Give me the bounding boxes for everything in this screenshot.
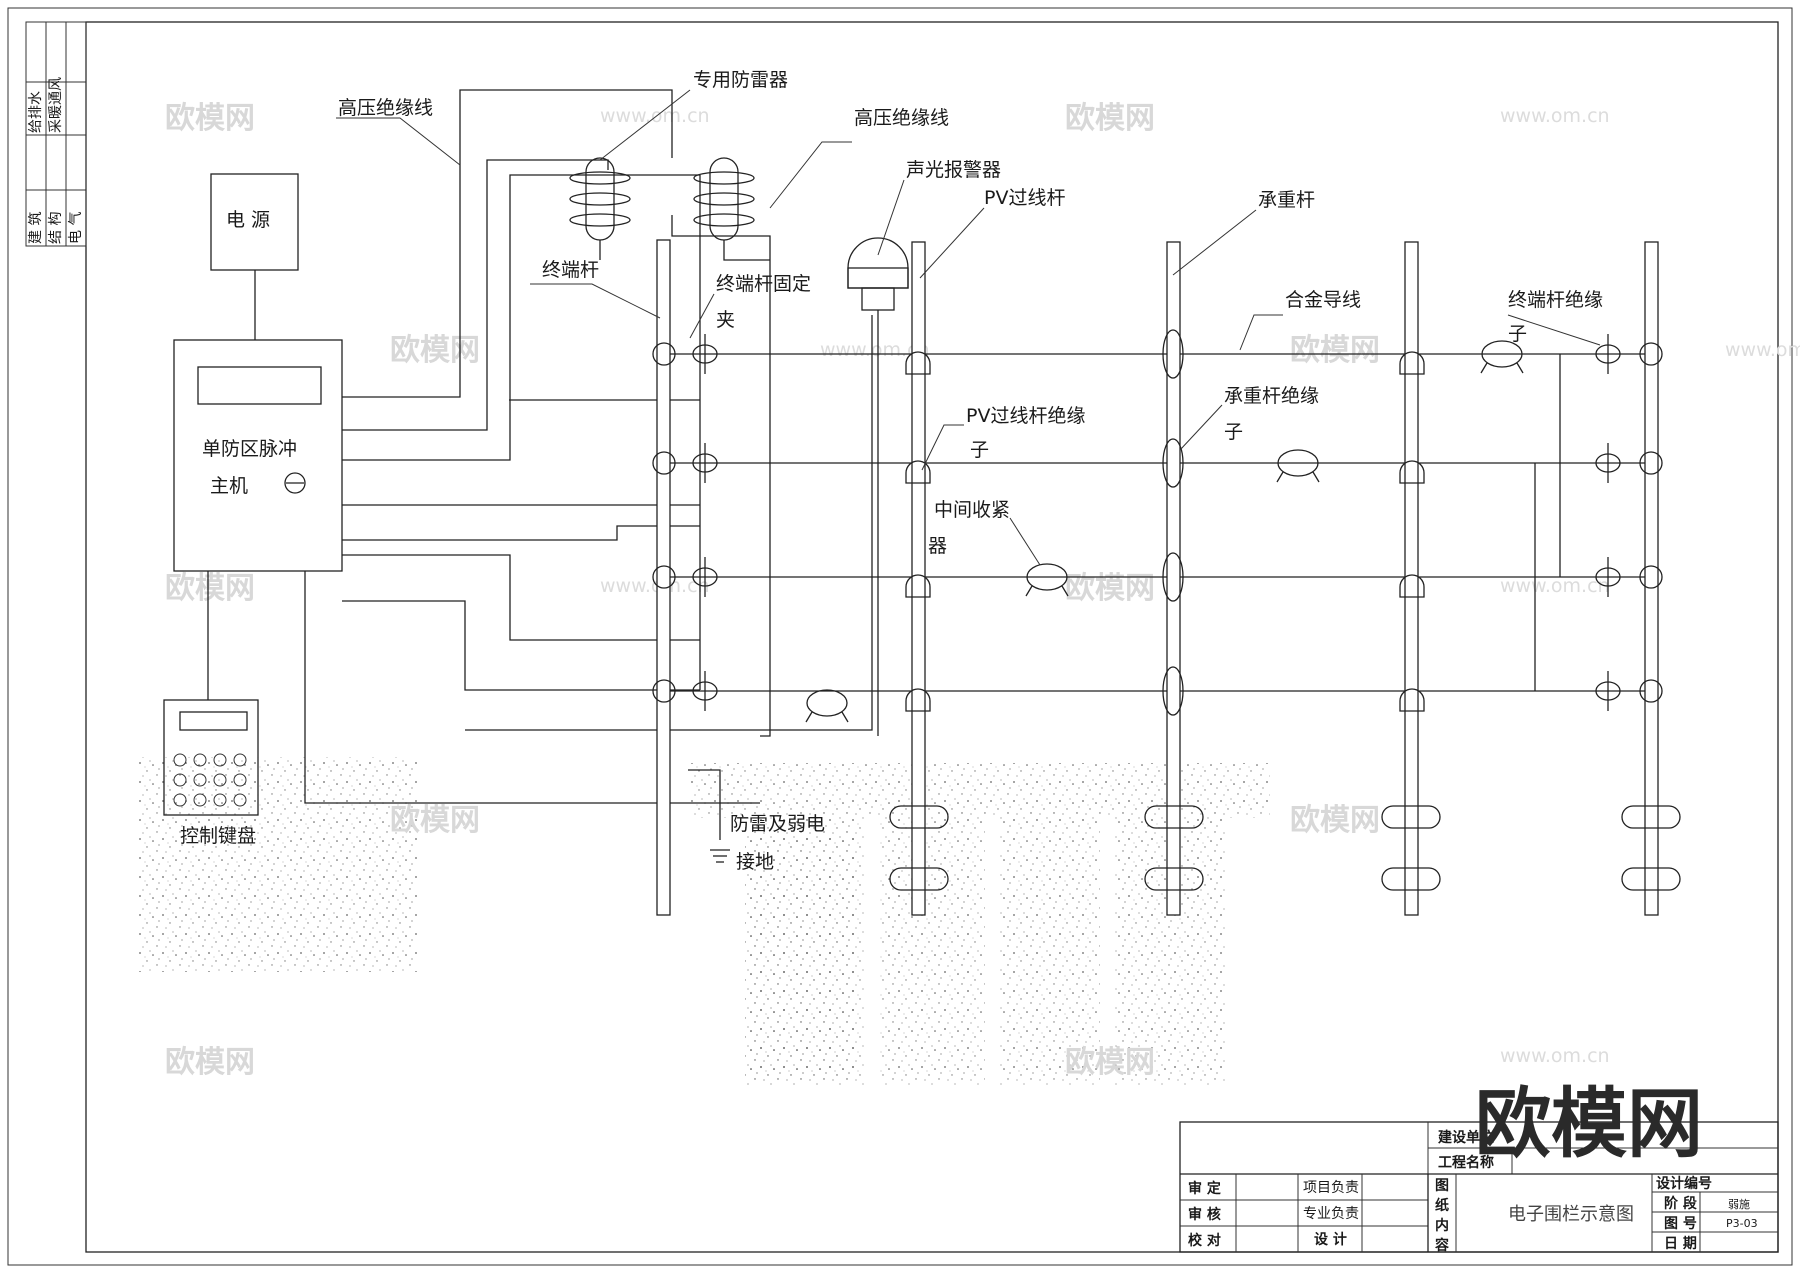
- svg-text:欧模网: 欧模网: [165, 101, 255, 136]
- strip-water-text: 给排水: [28, 91, 44, 133]
- svg-text:防雷及弱电: 防雷及弱电: [730, 813, 825, 835]
- svg-text:控制键盘: 控制键盘: [180, 825, 256, 847]
- pv-pole-insulators: [905, 351, 1425, 712]
- svg-text:子: 子: [1224, 421, 1243, 443]
- svg-text:终端杆: 终端杆: [542, 259, 599, 281]
- svg-text:www.om.cn: www.om.cn: [1500, 1045, 1610, 1067]
- svg-text:www.om.cn: www.om.cn: [600, 105, 710, 127]
- svg-text:夹: 夹: [716, 309, 735, 331]
- grounding-symbol: 防雷及弱电 接地: [688, 769, 825, 873]
- pv-pole: [911, 241, 926, 916]
- svg-text:欧模网: 欧模网: [1290, 333, 1380, 368]
- pulse-host-box: 单防区脉冲 主机: [173, 339, 343, 572]
- load-pole-1: [1166, 241, 1181, 916]
- sound-light-alarm: [847, 237, 909, 736]
- strip-elec-text: 电 气: [68, 212, 84, 244]
- svg-text:专用防雷器: 专用防雷器: [693, 69, 788, 91]
- svg-text:合金导线: 合金导线: [1285, 289, 1361, 311]
- load-pole-2: [1404, 241, 1419, 916]
- surge-protector-left: [569, 157, 631, 241]
- svg-text:主机: 主机: [210, 475, 248, 497]
- svg-text:www.om.cn: www.om.cn: [820, 339, 930, 361]
- surge-protector-right: [693, 157, 755, 241]
- svg-text:容: 容: [1434, 1237, 1449, 1254]
- svg-text:承重杆绝缘: 承重杆绝缘: [1224, 385, 1319, 407]
- svg-text:设计编号: 设计编号: [1656, 1175, 1712, 1192]
- strip-hvac-text: 采暖通风: [48, 77, 64, 133]
- svg-text:PV过线杆绝缘: PV过线杆绝缘: [966, 405, 1085, 427]
- svg-text:中间收紧: 中间收紧: [934, 499, 1010, 521]
- svg-text:阶 段: 阶 段: [1664, 1195, 1697, 1212]
- fence-wires: [660, 353, 1655, 692]
- svg-text:www.om.cn: www.om.cn: [1725, 339, 1800, 361]
- svg-text:www.om.cn: www.om.cn: [600, 575, 710, 597]
- svg-text:www.om.cn: www.om.cn: [1500, 575, 1610, 597]
- svg-text:P3-03: P3-03: [1726, 1217, 1758, 1230]
- terminal-insulators-left: [652, 334, 718, 711]
- svg-text:欧模网: 欧模网: [1065, 1045, 1155, 1080]
- svg-text:项目负责: 项目负责: [1303, 1180, 1359, 1196]
- svg-text:器: 器: [928, 535, 947, 557]
- terminal-pole-left: [656, 239, 671, 916]
- terminal-pole-right: [1644, 241, 1659, 916]
- svg-text:图: 图: [1435, 1178, 1449, 1194]
- svg-text:欧模网: 欧模网: [390, 803, 480, 838]
- svg-text:工程名称: 工程名称: [1438, 1154, 1494, 1171]
- discipline-strip: 给排水 采暖通风 建 筑 结 构 电 气: [25, 21, 87, 247]
- svg-text:欧模网: 欧模网: [165, 1045, 255, 1080]
- svg-text:欧模网: 欧模网: [1065, 101, 1155, 136]
- svg-text:PV过线杆: PV过线杆: [984, 187, 1065, 209]
- title-block: 建设单位 工程名称 审 定 审 核 校 对 项目负责 专业负责 设 计 图 纸 …: [1179, 1121, 1779, 1254]
- svg-text:审 定: 审 定: [1188, 1180, 1221, 1197]
- host-power-knob: [284, 472, 306, 494]
- load-pole-insulators: [1162, 329, 1184, 716]
- corner-brand-watermark: 欧模网: [1475, 1079, 1703, 1168]
- svg-text:建设单位: 建设单位: [1438, 1129, 1494, 1146]
- svg-text:承重杆: 承重杆: [1258, 189, 1315, 211]
- strip-arch-text: 建 筑: [28, 212, 44, 244]
- svg-text:图 号: 图 号: [1664, 1216, 1697, 1232]
- svg-text:接地: 接地: [736, 851, 774, 873]
- control-keypad: 控制键盘: [163, 571, 259, 847]
- power-supply-box: 电 源: [210, 173, 299, 340]
- svg-text:弱施: 弱施: [1728, 1198, 1750, 1211]
- svg-text:www.om.cn: www.om.cn: [1500, 105, 1610, 127]
- watermarks: 欧模网 欧模网 欧模网 欧模网 欧模网 欧模网 欧模网 欧模网 欧模网 欧模网 …: [165, 101, 1800, 1080]
- host-wiring: [304, 89, 873, 804]
- svg-text:审 核: 审 核: [1188, 1206, 1221, 1223]
- svg-text:设 计: 设 计: [1314, 1231, 1347, 1248]
- svg-text:欧模网: 欧模网: [1290, 803, 1380, 838]
- svg-text:欧模网: 欧模网: [1065, 571, 1155, 606]
- svg-text:纸: 纸: [1435, 1197, 1449, 1214]
- ground-hatch: [137, 757, 1270, 1085]
- svg-text:欧模网: 欧模网: [390, 333, 480, 368]
- inner-frame: [85, 21, 1779, 1253]
- svg-text:终端杆固定: 终端杆固定: [716, 273, 811, 295]
- svg-text:子: 子: [970, 439, 989, 461]
- svg-text:专业负责: 专业负责: [1303, 1206, 1359, 1222]
- svg-text:高压绝缘线: 高压绝缘线: [854, 107, 949, 129]
- svg-text:电子围栏示意图: 电子围栏示意图: [1508, 1204, 1634, 1225]
- svg-text:校 对: 校 对: [1188, 1232, 1221, 1249]
- svg-text:高压绝缘线: 高压绝缘线: [338, 97, 433, 119]
- svg-text:子: 子: [1508, 323, 1527, 345]
- svg-text:声光报警器: 声光报警器: [906, 159, 1001, 181]
- svg-text:欧模网: 欧模网: [165, 571, 255, 606]
- terminal-insulators-right: [1595, 334, 1663, 711]
- svg-text:单防区脉冲: 单防区脉冲: [202, 438, 297, 460]
- strip-struct-text: 结 构: [48, 212, 64, 244]
- svg-text:终端杆绝缘: 终端杆绝缘: [1508, 289, 1603, 311]
- middle-tensioners: [805, 340, 1524, 723]
- callout-labels: 高压绝缘线 专用防雷器 高压绝缘线 声光报警器 PV过线杆 承重杆 终端杆 终端…: [336, 69, 1603, 566]
- svg-text:电 源: 电 源: [226, 209, 270, 231]
- svg-text:日 期: 日 期: [1664, 1236, 1697, 1252]
- outer-frame: [7, 7, 1793, 1266]
- svg-text:内: 内: [1435, 1217, 1449, 1234]
- pole-base-brackets: [889, 805, 1681, 891]
